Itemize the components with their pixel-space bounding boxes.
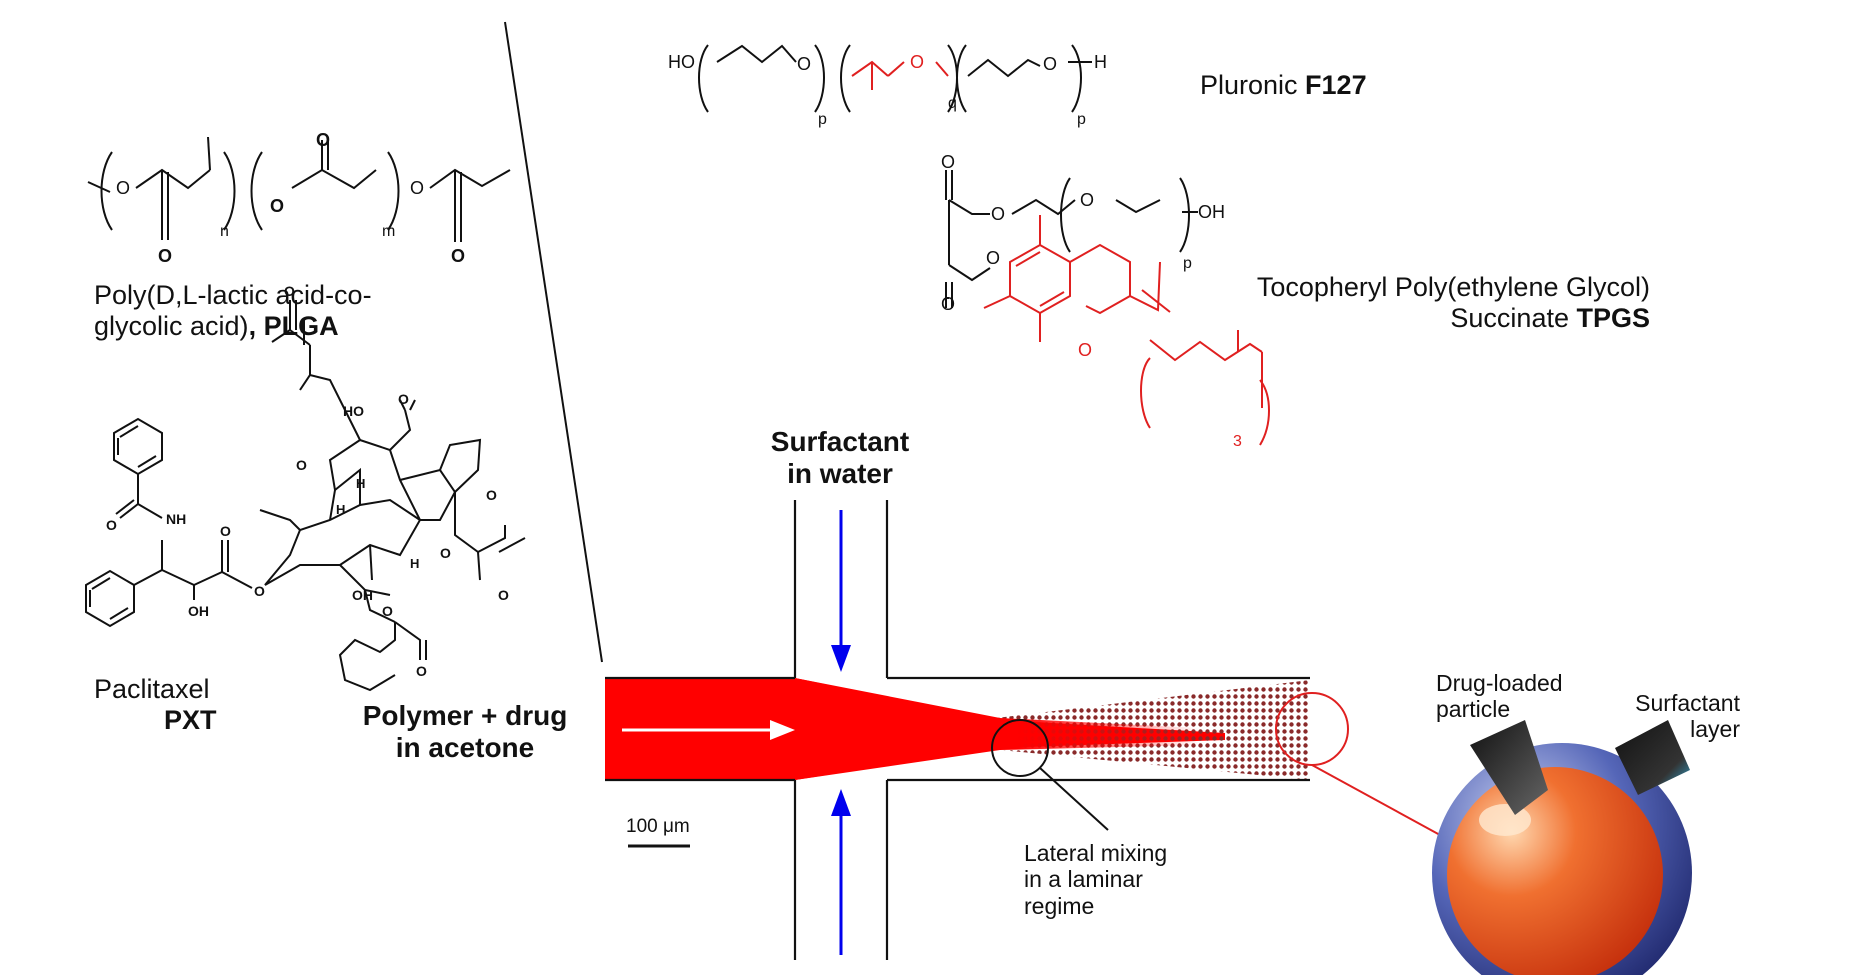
pxt-abbr: PXT	[164, 705, 217, 736]
tpgs-o-atom: O	[991, 204, 1005, 224]
mixing-label-line1: Lateral mixing	[1024, 840, 1168, 866]
water-arrow-down	[831, 510, 851, 672]
f127-subscript-q: q	[948, 95, 957, 112]
plga-structure	[87, 136, 511, 242]
pxt-ho-atom: HO	[343, 403, 364, 419]
mixing-label-line2: in a laminar	[1024, 866, 1143, 893]
polymer-inlet-label: Polymer + drug in acetone	[330, 700, 600, 764]
pxt-oh-atom: OH	[188, 603, 209, 619]
particle-label-line2: particle	[1436, 696, 1511, 723]
tpgs-structure	[945, 170, 1198, 308]
tpgs-label: Tocopheryl Poly(ethylene Glycol) Succina…	[1190, 272, 1650, 334]
plga-label-line2: glycolic acid), PLGA	[94, 311, 339, 342]
polymer-label-line1: Polymer + drug	[362, 700, 568, 731]
outlet-leader-line	[1311, 764, 1441, 836]
pxt-o-atom: O	[254, 583, 265, 599]
tpgs-label-line1: Tocopheryl Poly(ethylene Glycol)	[1256, 272, 1650, 302]
pxt-name: Paclitaxel	[94, 674, 210, 704]
f127-subscript-p: p	[1077, 111, 1086, 128]
pxt-o-atom: O	[498, 587, 509, 603]
layer-pointer	[1615, 720, 1690, 795]
particle-label-line1: Drug-loaded	[1436, 670, 1563, 696]
surfactant-label-line2: in water	[787, 458, 893, 490]
f127-label: Pluronic F127	[1200, 70, 1367, 100]
pxt-label: Paclitaxel PXT	[94, 674, 217, 736]
divider-line	[504, 21, 603, 663]
pxt-h-atom: H	[356, 476, 365, 491]
pxt-o-atom: O	[284, 283, 295, 299]
pxt-h-atom: H	[336, 502, 345, 517]
tpgs-subscript-p: p	[1183, 255, 1192, 272]
f127-ho-atom: HO	[668, 52, 695, 72]
plga-o-atom: O	[116, 178, 130, 198]
tpgs-subscript-3: 3	[1233, 433, 1242, 450]
plga-subscript-n: n	[220, 223, 229, 240]
plga-o-atom: O	[270, 196, 284, 216]
scale-bar-label: 100 μm	[626, 816, 690, 837]
plga-label-line1: Poly(D,L-lactic acid-co-	[94, 280, 372, 310]
tpgs-o-atom: O	[941, 294, 955, 314]
plga-o-atom: O	[451, 246, 465, 266]
jet-core	[795, 678, 1200, 780]
surfactant-inlet-label: Surfactant in water	[740, 426, 940, 490]
pxt-o-atom: O	[486, 487, 497, 503]
f127-subscript-p: p	[818, 111, 827, 128]
pxt-o-atom: O	[382, 603, 393, 619]
tpgs-o-atom: O	[1078, 340, 1092, 360]
mixing-label: Lateral mixing in a laminar regime	[1024, 840, 1167, 919]
mixing-label-line3: regime	[1024, 892, 1095, 919]
tpgs-oh-atom: OH	[1198, 202, 1225, 222]
layer-label-line1: Surfactant	[1635, 690, 1740, 716]
plga-o-atom: O	[316, 130, 330, 150]
f127-h-atom: H	[1094, 52, 1107, 72]
plga-o-atom: O	[158, 246, 172, 266]
tpgs-o-atom: O	[941, 152, 955, 172]
plga-subscript-m: m	[382, 223, 395, 240]
pxt-o-atom: O	[220, 523, 231, 539]
plga-label: Poly(D,L-lactic acid-co- glycolic acid),…	[94, 280, 372, 342]
f127-o-atom: O	[1043, 54, 1057, 74]
polymer-label-line2: in acetone	[395, 732, 535, 764]
tpgs-tocopherol	[983, 215, 1270, 446]
pxt-oh-atom: OH	[352, 587, 373, 603]
f127-o-atom: O	[910, 52, 924, 72]
surfactant-layer-label: Surfactant layer	[1590, 690, 1740, 743]
channel-walls	[605, 500, 1310, 960]
layer-label-line2: layer	[1690, 716, 1740, 743]
drug-particle-label: Drug-loaded particle	[1436, 670, 1563, 723]
pxt-o-atom: O	[296, 457, 307, 473]
particle-illustration	[1432, 720, 1692, 975]
pxt-structure	[85, 300, 526, 692]
f127-structure	[698, 44, 1092, 113]
plga-o-atom: O	[410, 178, 424, 198]
particle-pointer	[1470, 720, 1548, 815]
f127-o-atom: O	[797, 54, 811, 74]
pxt-o-atom: O	[398, 391, 409, 407]
mixing-leader-line	[1039, 767, 1109, 831]
tpgs-o-atom: O	[986, 248, 1000, 268]
mixing-zoom-circle	[991, 719, 1049, 777]
tpgs-label-line2: Succinate TPGS	[1450, 303, 1650, 334]
pxt-o-atom: O	[416, 663, 427, 679]
pxt-nh-atom: NH	[166, 511, 186, 527]
tpgs-o-atom: O	[1080, 190, 1094, 210]
pxt-o-atom: O	[106, 517, 117, 533]
pxt-h-atom: H	[410, 556, 419, 571]
surfactant-label-line1: Surfactant	[770, 426, 910, 457]
pxt-o-atom: O	[440, 545, 451, 561]
water-arrow-up	[831, 789, 851, 955]
flow-arrow	[622, 720, 795, 740]
